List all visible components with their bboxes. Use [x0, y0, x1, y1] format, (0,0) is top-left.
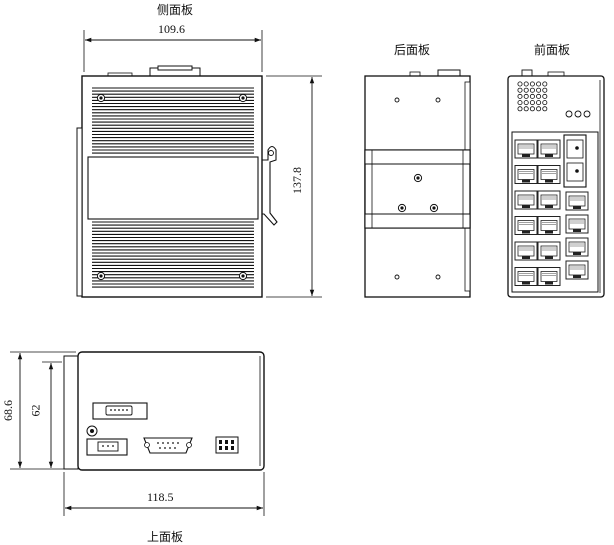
vent-hole [529, 87, 535, 93]
rj45-port-icon [514, 267, 538, 286]
vent-hole [542, 106, 548, 112]
rj45-port-icon [537, 241, 561, 261]
rj45-port-icon [514, 190, 538, 210]
side-height-dimension: 137.8 [290, 167, 304, 194]
vent-hole [529, 106, 535, 112]
rj45-port-icon [537, 216, 561, 235]
front-view-title: 前面板 [534, 43, 571, 57]
screw-icon [238, 93, 248, 103]
vent-hole [542, 93, 548, 99]
led-icon [565, 110, 573, 118]
screw-icon [238, 271, 248, 281]
cooling-fins-top [92, 87, 254, 154]
vent-hole [517, 81, 523, 87]
rj45-port-icon [514, 165, 538, 184]
vent-hole [536, 87, 542, 93]
side-width-dimension: 109.6 [158, 22, 185, 36]
vent-hole [517, 100, 523, 106]
vent-hole [542, 81, 548, 87]
rj45-port-icon [537, 267, 561, 286]
vent-hole [523, 93, 529, 99]
rear-view [364, 69, 471, 298]
vent-hole [529, 93, 535, 99]
rj45-port-icon [537, 165, 561, 184]
top-depth-inner-dimension: 62 [28, 404, 43, 417]
screw-icon [429, 203, 439, 213]
top-view-title: 上面板 [147, 530, 184, 544]
front-view [507, 69, 605, 298]
rj45-port-icon [537, 190, 561, 210]
rear-view-title: 后面板 [394, 43, 431, 57]
vent-hole [523, 106, 529, 112]
rj45-port-icon [565, 260, 589, 280]
rj45-port-icon [565, 237, 589, 257]
vent-hole [523, 100, 529, 106]
vent-hole [529, 81, 535, 87]
side-view [76, 30, 322, 298]
rj45-port-icon [565, 214, 589, 234]
vent-hole [536, 106, 542, 112]
rj45-port-icon [514, 139, 538, 159]
rj45-port-icon [565, 191, 589, 211]
vent-hole [529, 100, 535, 106]
vent-hole [517, 93, 523, 99]
screw-icon [96, 93, 106, 103]
vent-hole [536, 100, 542, 106]
led-icon [574, 110, 582, 118]
rj45-port-icon [537, 139, 561, 159]
sfp-port [563, 134, 587, 188]
rj45-port-icon [514, 216, 538, 235]
vent-hole [523, 87, 529, 93]
vent-hole [523, 81, 529, 87]
screw-icon [96, 271, 106, 281]
top-view [10, 351, 265, 516]
led-icon [583, 110, 591, 118]
screw-icon [397, 203, 407, 213]
top-width-dimension: 118.5 [147, 490, 174, 504]
serial-port [143, 437, 193, 454]
screw-icon [413, 173, 423, 183]
side-view-title: 侧面板 [157, 3, 194, 17]
cooling-fins-bottom [92, 221, 254, 288]
vent-hole [536, 93, 542, 99]
vent-holes [517, 81, 548, 112]
vent-hole [542, 87, 548, 93]
vent-hole [542, 100, 548, 106]
rj45-port-icon [514, 241, 538, 261]
vent-hole [517, 87, 523, 93]
vent-hole [517, 106, 523, 112]
vent-hole [536, 81, 542, 87]
top-depth-outer-dimension: 68.6 [1, 400, 15, 421]
